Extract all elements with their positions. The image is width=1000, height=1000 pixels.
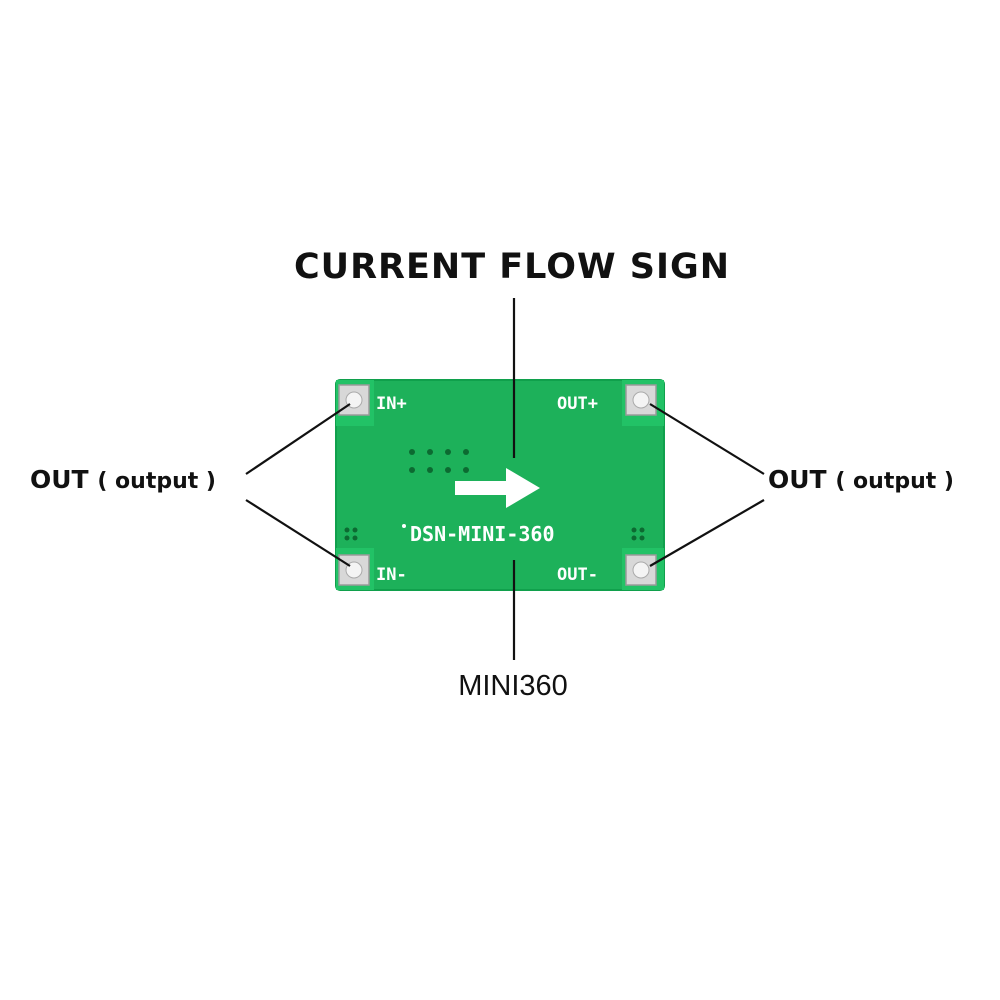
callout-lines [245,298,765,660]
silk-out-minus: OUT- [557,565,598,585]
pad-out-plus [625,384,657,416]
pad-in-minus [338,554,370,586]
left-pointer-top [245,403,351,475]
silk-dot [402,524,406,528]
pad-out-minus [625,554,657,586]
right-pointer-bottom [649,499,765,567]
left-out-main: OUT [30,465,89,494]
silk-in-minus: IN- [376,565,407,585]
left-out-paren: ( output ) [97,469,216,494]
pad-in-plus [338,384,370,416]
right-pointer-top [649,403,765,475]
mini360-label: MINI360 [458,670,568,702]
current-flow-heading: CURRENT FLOW SIGN [293,247,731,287]
silk-out-plus: OUT+ [557,394,598,414]
right-out-label: OUT ( output ) [768,465,954,494]
pcb-board: IN+ IN- OUT+ OUT- DSN-MINI-360 [335,379,665,591]
edge-vias [344,527,645,541]
current-flow-arrow-icon [455,468,540,508]
left-pointer-bottom [245,499,351,567]
right-out-paren: ( output ) [835,469,954,494]
right-out-main: OUT [768,465,827,494]
left-out-label: OUT ( output ) [30,465,216,494]
silk-model-text: DSN-MINI-360 [410,522,555,546]
silk-in-plus: IN+ [376,394,407,414]
via-grid [409,449,469,473]
